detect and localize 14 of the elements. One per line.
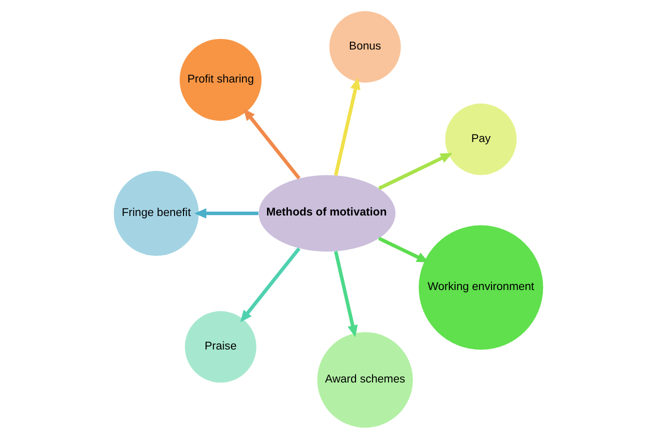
node-circle: Fringe benefit [114, 170, 199, 256]
node-circle: Bonus [329, 11, 401, 83]
arrow [378, 152, 453, 190]
arrow [240, 247, 300, 322]
arrow [243, 108, 300, 180]
node-circle: Working environment [418, 225, 544, 350]
arrow [334, 250, 358, 338]
node-circle: Pay [445, 104, 517, 176]
arrow [334, 78, 360, 176]
arrow [378, 236, 429, 262]
node-circle: Praise [184, 311, 256, 383]
node-ellipse: Methods of motivation [258, 175, 396, 252]
node-circle: Award schemes [317, 332, 413, 428]
arrow [194, 208, 258, 219]
